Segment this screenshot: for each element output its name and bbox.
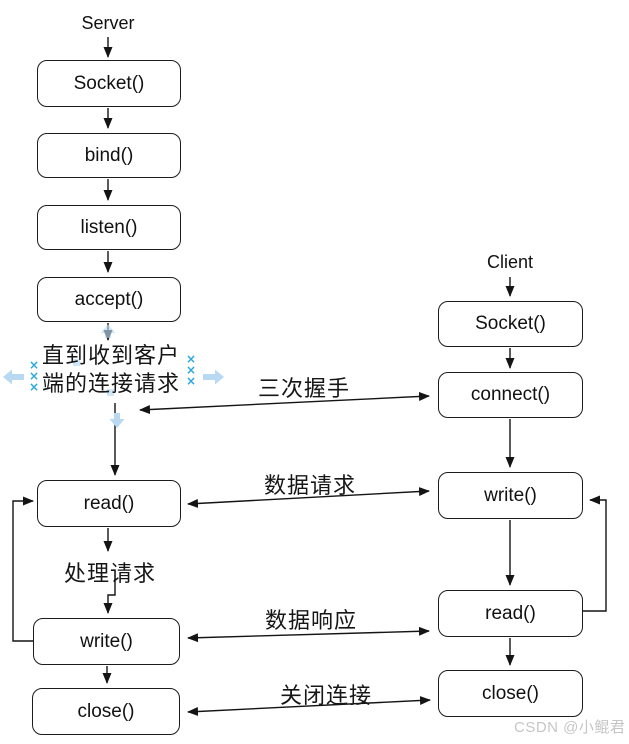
server-box-bind[interactable]: bind() — [37, 133, 181, 178]
client-box-write-label: write() — [484, 484, 537, 506]
server-box-bind-label: bind() — [84, 144, 134, 166]
selection-handle-x-icon[interactable]: × — [29, 380, 40, 394]
client-box-connect[interactable]: connect() — [438, 372, 583, 418]
client-title: Client — [486, 252, 534, 272]
selection-arrow-right-icon[interactable] — [203, 369, 224, 385]
data-request-label: 数据请求 — [264, 473, 357, 498]
client-box-connect-label: connect() — [470, 384, 551, 405]
server-box-read[interactable]: read() — [37, 480, 181, 527]
client-box-read-label: read() — [485, 602, 536, 624]
selection-resize-handle[interactable] — [73, 359, 80, 366]
client-box-read[interactable]: read() — [438, 590, 583, 637]
client-box-close[interactable]: close() — [438, 670, 583, 717]
server-box-close-label: close() — [77, 700, 135, 722]
selection-arrow-left-icon[interactable] — [3, 369, 24, 385]
connector-server-loop[interactable] — [12, 496, 34, 642]
selection-handle-x-icon[interactable]: × — [29, 369, 40, 383]
process-request-note: 处理请求 — [64, 561, 157, 586]
selection-arrow-up-icon[interactable] — [100, 324, 116, 339]
csdn-watermark: CSDN @小鲲君 — [514, 719, 626, 736]
client-box-close-label: close() — [481, 682, 539, 704]
close-connection-label: 关闭连接 — [280, 683, 373, 708]
selection-resize-handle[interactable] — [107, 389, 114, 396]
data-response-label: 数据响应 — [265, 608, 358, 633]
server-title: Server — [81, 13, 135, 33]
server-box-write[interactable]: write() — [33, 618, 180, 665]
connector-client-loop[interactable] — [583, 495, 607, 612]
selection-arrow-down-icon[interactable] — [109, 413, 125, 428]
server-box-read-label: read() — [83, 492, 135, 514]
connector-close-connection[interactable] — [187, 696, 431, 716]
server-box-listen[interactable]: listen() — [37, 205, 181, 250]
client-box-socket-label: Socket() — [475, 313, 546, 334]
server-box-listen-label: listen() — [80, 216, 138, 238]
client-box-write[interactable]: write() — [438, 472, 583, 519]
server-box-accept[interactable]: accept() — [37, 277, 181, 322]
connector-data-response[interactable] — [187, 626, 430, 643]
server-box-write-label: write() — [80, 630, 133, 652]
selection-handle-x-icon[interactable]: × — [186, 363, 197, 377]
selection-handle-x-icon[interactable]: × — [186, 374, 197, 388]
server-wait-note[interactable]: 直到收到客户 端的连接请求 — [42, 342, 180, 398]
client-box-socket[interactable]: Socket() — [438, 301, 583, 347]
selection-handle-x-icon[interactable]: × — [29, 358, 40, 372]
wait-note-line2: 端的连接请求 — [42, 371, 181, 396]
wait-note-line1: 直到收到客户 — [42, 343, 181, 368]
server-box-close[interactable]: close() — [32, 688, 180, 735]
connector-process-write[interactable] — [103, 581, 116, 614]
handshake-label: 三次握手 — [258, 376, 351, 401]
server-box-socket[interactable]: Socket() — [37, 60, 181, 107]
server-box-accept-label: accept() — [74, 288, 144, 310]
server-box-socket-label: Socket() — [73, 72, 145, 94]
connector-handshake[interactable] — [139, 391, 430, 415]
connector-data-request[interactable] — [187, 487, 430, 508]
selection-handle-x-icon[interactable]: × — [186, 352, 197, 366]
